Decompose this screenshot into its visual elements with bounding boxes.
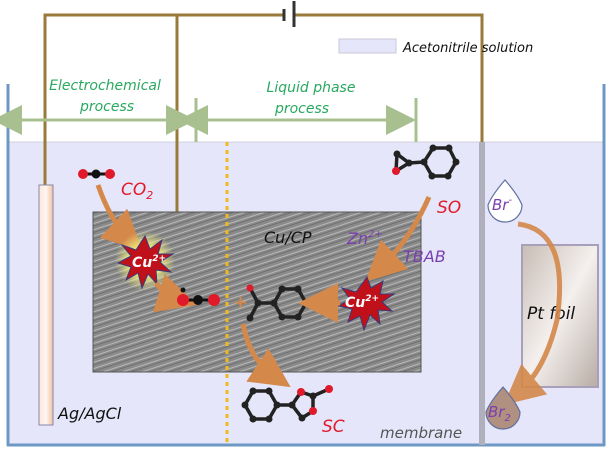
plus-sign: + xyxy=(233,292,248,313)
reaction-arrow xyxy=(503,221,563,405)
legend-label: Acetonitrile solution xyxy=(402,41,533,56)
liquid-phase-label-2: process xyxy=(274,101,329,117)
tbab-label: TBAB xyxy=(403,247,446,266)
anode-label: Pt foil xyxy=(527,304,575,324)
vessel xyxy=(6,84,606,447)
svg-text:Cu2+: Cu2+ xyxy=(345,294,379,311)
so-label: SO xyxy=(437,198,461,218)
cathode-label: Cu/CP xyxy=(264,228,312,247)
svg-text:Cu2+: Cu2+ xyxy=(132,254,166,271)
ref-electrode-label: Ag/AgCl xyxy=(57,404,122,423)
svg-text:Br2: Br2 xyxy=(488,403,511,424)
region-arrows xyxy=(0,98,418,142)
sc-atoms xyxy=(241,385,333,423)
zn-label: Zn2+ xyxy=(346,229,383,248)
co2-molecule-icon xyxy=(78,169,115,179)
liquid-phase-label: Liquid phase xyxy=(267,80,356,96)
reaction-arrow xyxy=(365,195,432,282)
intermediate-atoms xyxy=(246,284,310,322)
sc-label: SC xyxy=(322,417,345,437)
ag-agcl-electrode xyxy=(38,184,54,426)
electrochemical-label-2: process xyxy=(79,99,134,115)
cu2-catalyst-right: Cu2+ xyxy=(337,275,396,332)
activated-co2-icon xyxy=(177,287,220,306)
reaction-arrow xyxy=(240,323,291,388)
cu2-catalyst-top: Cu2+ xyxy=(115,231,175,291)
membrane xyxy=(479,142,485,445)
legend-swatch xyxy=(338,38,397,54)
membrane-label: membrane xyxy=(380,424,462,442)
co2-label: CO2 xyxy=(121,180,153,202)
bromine-droplet: Br2 xyxy=(485,386,521,430)
electrochemical-label: Electrochemical xyxy=(49,78,161,94)
battery-icon xyxy=(282,1,296,27)
svg-text:Br-: Br- xyxy=(492,195,512,214)
reaction-arrow xyxy=(152,273,198,313)
bromide-droplet: Br- xyxy=(487,179,523,223)
reaction-arrow xyxy=(95,184,143,251)
so-atoms xyxy=(392,144,460,180)
